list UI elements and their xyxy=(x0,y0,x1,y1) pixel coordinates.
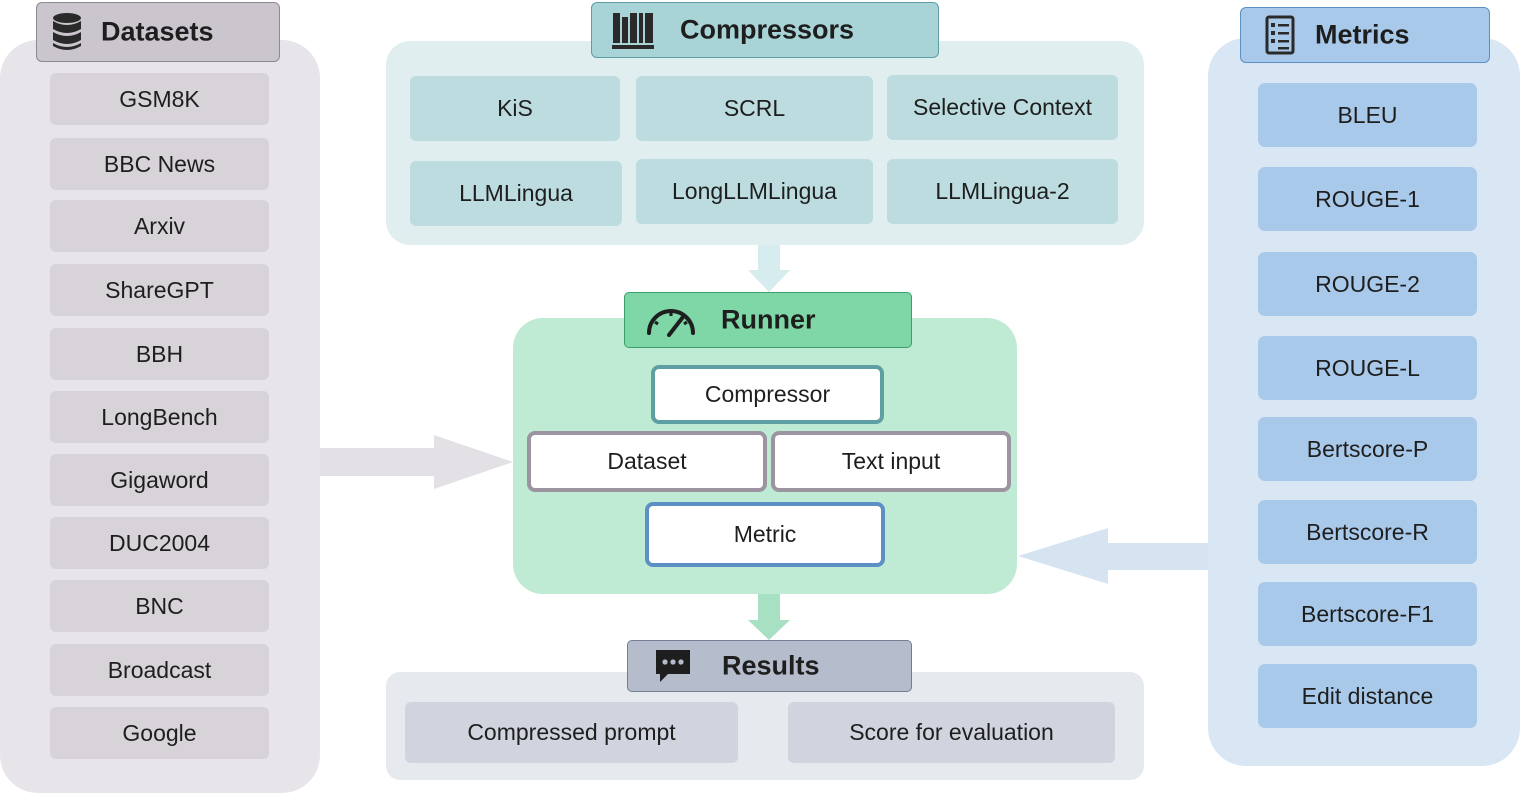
metric-item: ROUGE-L xyxy=(1258,336,1477,400)
dataset-item: ShareGPT xyxy=(50,264,269,316)
compressor-item: LongLLMLingua xyxy=(636,159,873,224)
dataset-item: GSM8K xyxy=(50,73,269,125)
runner-metric-slot: Metric xyxy=(645,502,885,567)
compressors-header: Compressors xyxy=(591,2,939,58)
library-books-icon xyxy=(612,13,654,49)
speedometer-icon xyxy=(647,309,695,337)
result-item: Score for evaluation xyxy=(788,702,1115,763)
arrow-compressors-to-runner xyxy=(748,245,790,292)
compressor-item: LLMLingua-2 xyxy=(887,159,1118,224)
arrow-datasets-to-runner xyxy=(320,435,513,489)
metric-item: ROUGE-2 xyxy=(1258,252,1477,316)
dataset-item: Arxiv xyxy=(50,200,269,252)
compressors-title: Compressors xyxy=(680,14,855,45)
metrics-panel xyxy=(1208,38,1520,766)
results-title: Results xyxy=(722,650,820,681)
compressor-item: Selective Context xyxy=(887,75,1118,140)
compressor-item: KiS xyxy=(410,76,620,141)
dataset-item: Gigaword xyxy=(50,454,269,506)
arrow-runner-to-results xyxy=(748,594,790,640)
dataset-item: DUC2004 xyxy=(50,517,269,569)
metric-item: Bertscore-F1 xyxy=(1258,582,1477,646)
metric-item: ROUGE-1 xyxy=(1258,167,1477,231)
database-icon xyxy=(53,13,81,50)
dataset-item: Google xyxy=(50,707,269,759)
runner-compressor-slot: Compressor xyxy=(651,365,884,424)
dataset-item: LongBench xyxy=(50,391,269,443)
metrics-header: Metrics xyxy=(1240,7,1490,63)
datasets-header: Datasets xyxy=(36,2,280,62)
arrow-metrics-to-runner xyxy=(1018,528,1208,584)
runner-text-input-slot: Text input xyxy=(771,431,1011,492)
dataset-item: Broadcast xyxy=(50,644,269,696)
metrics-title: Metrics xyxy=(1315,19,1410,50)
runner-header: Runner xyxy=(624,292,912,348)
datasets-title: Datasets xyxy=(101,16,214,47)
metric-item: Bertscore-P xyxy=(1258,417,1477,481)
compressor-item: LLMLingua xyxy=(410,161,622,226)
runner-title: Runner xyxy=(721,304,816,335)
checklist-icon xyxy=(1265,15,1295,55)
dataset-item: BNC xyxy=(50,580,269,632)
metric-item: Edit distance xyxy=(1258,664,1477,728)
dataset-item: BBC News xyxy=(50,138,269,190)
result-item: Compressed prompt xyxy=(405,702,738,763)
compressor-item: SCRL xyxy=(636,76,873,141)
metric-item: BLEU xyxy=(1258,83,1477,147)
chat-bubble-icon xyxy=(656,650,690,682)
metric-item: Bertscore-R xyxy=(1258,500,1477,564)
runner-dataset-slot: Dataset xyxy=(527,431,767,492)
dataset-item: BBH xyxy=(50,328,269,380)
results-header: Results xyxy=(627,640,912,692)
